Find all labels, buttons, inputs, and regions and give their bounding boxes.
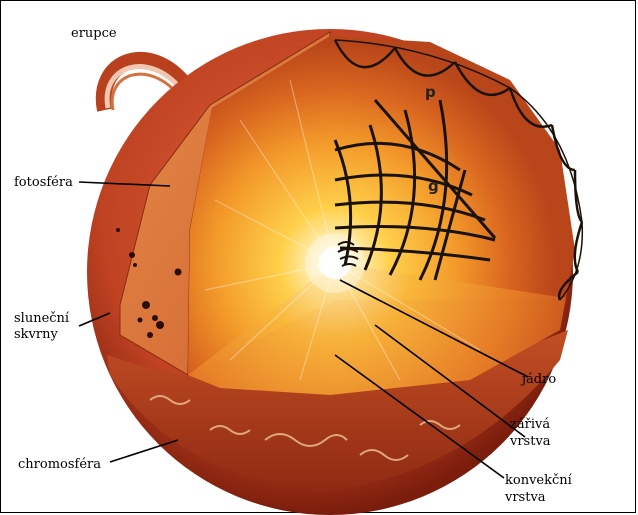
label-chromosfera: chromosféra [18, 457, 101, 472]
label-slunecni: sluneční [14, 311, 70, 326]
core-halo [305, 233, 365, 293]
label-zariva: zářivá [510, 417, 550, 432]
label-konvekcni-vrstva: vrstva [504, 490, 546, 505]
label-jadro: jádro [520, 372, 556, 387]
label-zariva-vrstva: vrstva [509, 434, 551, 449]
label-skvrny: skvrny [14, 327, 58, 342]
label-erupce: erupce [71, 26, 117, 41]
label-konvekcni: konvekční [505, 473, 573, 488]
label-fotosfera: fotosféra [14, 175, 73, 190]
g-mode-label: g [428, 177, 439, 195]
p-mode-label: p [425, 83, 436, 101]
